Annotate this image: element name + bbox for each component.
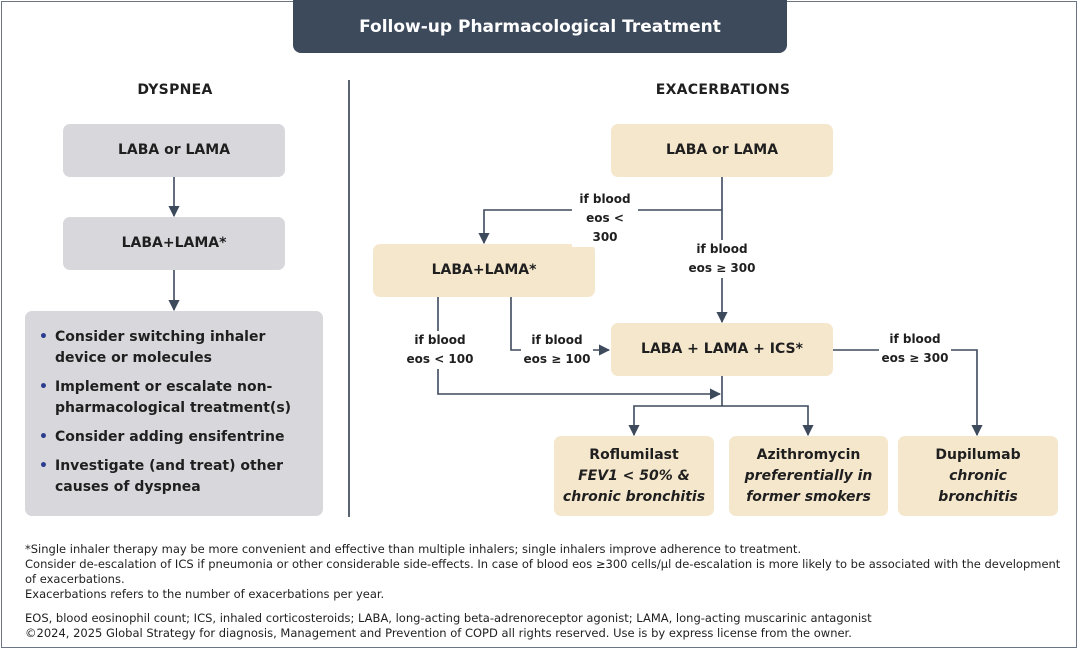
- condition-eos-lt-300: if blood eos < 300: [572, 190, 638, 247]
- exacerbation-step-laba-lama: LABA+LAMA*: [373, 244, 595, 297]
- drug-condition: chronic bronchitis: [562, 488, 706, 505]
- bullet-icon: •: [39, 429, 48, 445]
- drug-condition: bronchitis: [938, 488, 1018, 505]
- recommendation-item: • Consider adding ensifentrine: [37, 427, 313, 448]
- exacerbations-heading: EXACERBATIONS: [655, 82, 791, 98]
- option-dupilumab: Dupilumab chronic bronchitis: [898, 436, 1058, 516]
- box-label: LABA+LAMA*: [431, 262, 537, 278]
- recommendation-text: Implement or escalate non-pharmacologica…: [55, 379, 292, 416]
- condition-line: if blood: [889, 332, 941, 346]
- footnote-single-inhaler: *Single inhaler therapy may be more conv…: [25, 542, 802, 556]
- bullet-icon: •: [39, 329, 48, 345]
- condition-line: if blood: [414, 333, 466, 347]
- drug-name: Dupilumab: [935, 446, 1021, 463]
- exacerbation-step-laba-or-lama: LABA or LAMA: [611, 124, 833, 177]
- bullet-icon: •: [39, 379, 48, 395]
- dyspnea-step-laba-lama: LABA+LAMA*: [63, 217, 285, 270]
- line-lt100: [437, 297, 722, 400]
- condition-dupilumab-eos-ge-300: if blood eos ≥ 300: [879, 330, 951, 368]
- page-title: Follow-up Pharmacological Treatment: [293, 0, 787, 53]
- bullet-icon: •: [39, 458, 48, 474]
- drug-condition: preferentially in: [744, 467, 873, 484]
- condition-line: eos ≥ 300: [881, 351, 949, 365]
- drug-name: Azithromycin: [756, 446, 861, 463]
- recommendation-text: Consider adding ensifentrine: [55, 429, 285, 445]
- option-azithromycin: Azithromycin preferentially in former sm…: [729, 436, 888, 516]
- drug-condition: FEV1 < 50% &: [578, 467, 690, 484]
- recommendation-item: • Investigate (and treat) other causes of…: [37, 456, 313, 498]
- condition-line: eos ≥ 300: [688, 261, 756, 275]
- condition-line: eos < 300: [586, 211, 624, 244]
- recommendation-text: Consider switching inhaler device or mol…: [55, 329, 266, 366]
- line-to-azithromycin: [722, 405, 814, 437]
- box-label: LABA+LAMA*: [121, 235, 227, 251]
- footnote-exacerbations: Exacerbations refers to the number of ex…: [25, 587, 385, 601]
- condition-line: eos < 100: [406, 352, 474, 366]
- box-label: LABA or LAMA: [117, 142, 231, 158]
- footnote-de-escalation: Consider de-escalation of ICS if pneumon…: [25, 557, 1061, 586]
- line-branch-lt300: [478, 209, 722, 245]
- condition-line: if blood: [579, 192, 631, 206]
- drug-condition: former smokers: [746, 488, 871, 505]
- footnote-copyright: ©2024, 2025 Global Strategy for diagnosi…: [25, 626, 852, 640]
- option-roflumilast: Roflumilast FEV1 < 50% & chronic bronchi…: [554, 436, 714, 516]
- recommendation-item: • Implement or escalate non-pharmacologic…: [37, 377, 313, 419]
- condition-eos-ge-100: if blood eos ≥ 100: [521, 331, 593, 369]
- box-label: LABA + LAMA + ICS*: [641, 341, 803, 357]
- recommendation-text: Investigate (and treat) other causes of …: [55, 458, 284, 495]
- box-label: LABA or LAMA: [665, 142, 779, 158]
- section-divider: [348, 80, 350, 517]
- condition-line: eos ≥ 100: [523, 352, 591, 366]
- recommendation-item: • Consider switching inhaler device or mo…: [37, 327, 313, 369]
- exacerbation-step-laba-lama-ics: LABA + LAMA + ICS*: [611, 323, 833, 376]
- condition-eos-lt-100: if blood eos < 100: [404, 331, 476, 369]
- condition-eos-ge-300: if blood eos ≥ 300: [686, 240, 758, 278]
- dyspnea-heading: DYSPNEA: [137, 82, 213, 98]
- dyspnea-step-laba-or-lama: LABA or LAMA: [63, 124, 285, 177]
- drug-condition: chronic: [949, 467, 1007, 484]
- drug-name: Roflumilast: [589, 446, 679, 463]
- dyspnea-recommendations: • Consider switching inhaler device or mo…: [25, 311, 323, 516]
- condition-line: if blood: [696, 242, 748, 256]
- footnote-abbreviations: EOS, blood eosinophil count; ICS, inhale…: [25, 611, 872, 625]
- condition-line: if blood: [531, 333, 583, 347]
- line-to-roflumilast: [628, 405, 722, 437]
